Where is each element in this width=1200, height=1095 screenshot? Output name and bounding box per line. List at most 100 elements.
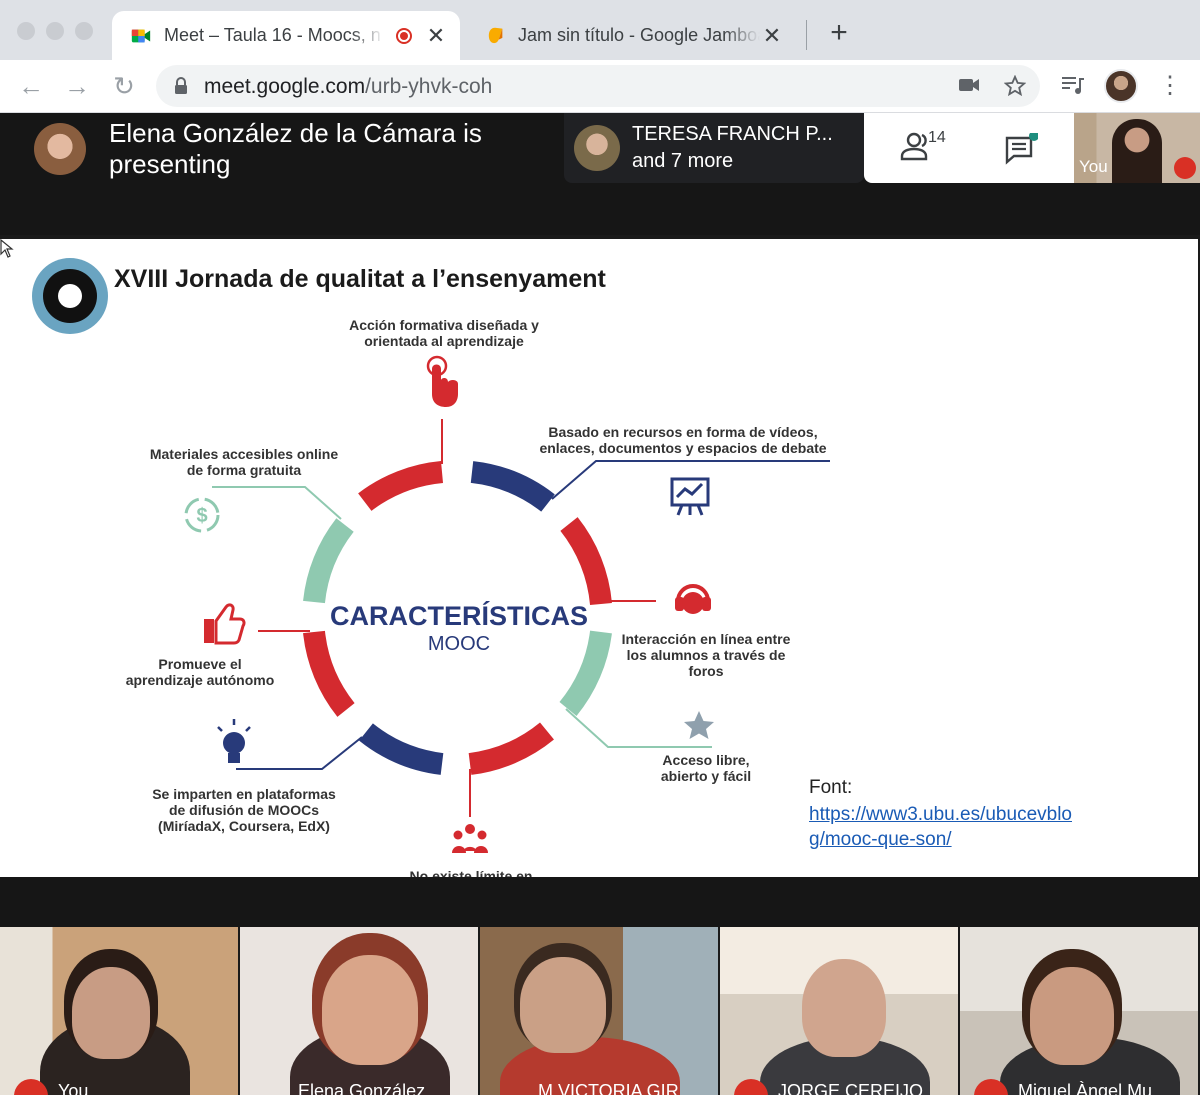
meet-header: Elena González de la Cámara is presentin… — [0, 113, 1200, 235]
group-people-icon — [452, 824, 488, 853]
star-icon — [684, 711, 714, 739]
presentation-slide: $ Acción formativa diseñada y orientad — [0, 239, 1198, 877]
jamboard-icon — [488, 27, 503, 43]
participant-name: M.VICTORIA GIR — [538, 1081, 679, 1095]
recording-icon — [396, 27, 412, 44]
item-interaccion-line1: Interacción en línea entre — [622, 631, 791, 647]
item-limite-line1: No existe límite en — [410, 868, 533, 877]
participant-avatar — [574, 125, 620, 171]
ring-arc-navy-bottom-left — [359, 723, 444, 775]
browser-toolbar: ← → ↻ meet.google.com/urb-yhvk-coh ⋮ — [0, 60, 1200, 113]
mic-off-icon — [14, 1079, 48, 1095]
slide-title: XVIII Jornada de qualitat a l’ensenyamen… — [114, 265, 606, 293]
participant-more: and 7 more — [632, 150, 734, 172]
star-bookmark-icon[interactable] — [1004, 75, 1026, 97]
zoom-window-button[interactable] — [75, 22, 93, 40]
tab-meet[interactable]: Meet – Taula 16 - Moocs, n ✕ — [112, 11, 460, 60]
close-tab-icon[interactable]: ✕ — [426, 22, 446, 48]
presentation-board-icon — [670, 477, 710, 516]
url-text: meet.google.com/urb-yhvk-coh — [204, 75, 492, 99]
item-recursos-line2: enlaces, documentos y espacios de debate — [539, 440, 826, 456]
item-materiales-line1: Materiales accesibles online — [150, 446, 339, 462]
close-window-button[interactable] — [17, 22, 35, 40]
close-tab-icon[interactable]: ✕ — [762, 22, 782, 48]
participant-tile[interactable]: You — [0, 927, 238, 1095]
participant-face — [322, 955, 418, 1065]
mic-off-icon — [734, 1079, 768, 1095]
new-tab-button[interactable]: + — [830, 16, 848, 49]
minimize-window-button[interactable] — [46, 22, 64, 40]
connector-recursos — [551, 460, 830, 500]
mic-off-icon — [974, 1079, 1008, 1095]
item-interaccion-line3: foros — [689, 663, 724, 679]
url-path: /urb-yhvk-coh — [365, 75, 493, 98]
ring-arc-navy-top — [470, 461, 555, 512]
reload-button[interactable]: ↻ — [113, 71, 135, 101]
participant-strip: You Elena González M.VICTORIA GIR JORGE … — [0, 927, 1200, 1095]
participant-tile[interactable]: JORGE CEREIJO — [720, 927, 958, 1095]
ring-arc-red-bottom — [468, 722, 554, 775]
participant-count: 14 — [928, 129, 946, 146]
google-meet-icon — [131, 29, 151, 42]
participant-tile[interactable]: Miquel Àngel Mu — [960, 927, 1198, 1095]
chat-button[interactable] — [1004, 131, 1039, 170]
participant-face — [802, 959, 886, 1057]
participant-tile[interactable]: M.VICTORIA GIR — [480, 927, 718, 1095]
chat-icon — [1005, 131, 1039, 165]
mic-off-icon — [1174, 157, 1196, 179]
presenter-status: Elena González de la Cámara is presentin… — [109, 118, 482, 179]
profile-avatar[interactable] — [1104, 69, 1138, 103]
ring-arc-mint-right-bottom — [559, 630, 612, 716]
source-label: Font: — [809, 777, 853, 798]
participant-name: JORGE CEREIJO — [778, 1081, 924, 1095]
item-acceso-line1: Acceso libre, — [662, 752, 749, 768]
media-control-icon[interactable] — [1060, 73, 1086, 97]
item-plataformas-line2: de difusión de MOOCs — [169, 802, 319, 818]
item-acceso-line2: abierto y fácil — [661, 768, 751, 784]
svg-text:$: $ — [196, 505, 207, 527]
tab-separator — [806, 20, 807, 50]
presenter-avatar — [34, 123, 86, 175]
headset-icon — [675, 584, 711, 614]
dollar-cycle-icon: $ — [184, 497, 220, 533]
participant-tile[interactable]: Elena González — [240, 927, 478, 1095]
back-button[interactable]: ← — [18, 71, 44, 101]
forward-button[interactable]: → — [64, 71, 90, 101]
participant-face — [520, 957, 606, 1053]
center-title: CARACTERÍSTICAS — [330, 600, 588, 631]
self-preview[interactable]: You — [1074, 113, 1200, 183]
ring-arc-mint-left-top — [303, 518, 354, 604]
mooc-diagram: $ Acción formativa diseñada y orientad — [32, 258, 830, 877]
url-host: meet.google.com — [204, 75, 366, 98]
participant-name: You — [58, 1081, 89, 1095]
item-top-line1: Acción formativa diseñada y — [349, 317, 539, 333]
lightbulb-icon — [217, 719, 251, 763]
camera-icon[interactable] — [958, 75, 980, 95]
participants-button[interactable]: 14 — [900, 129, 946, 166]
item-plataformas-line3: (MiríadaX, Coursera, EdX) — [158, 818, 330, 834]
browser-menu-icon[interactable]: ⋮ — [1158, 72, 1182, 99]
item-recursos-line1: Basado en recursos en forma de vídeos, — [548, 424, 817, 440]
item-top-line2: orientada al aprendizaje — [364, 333, 524, 349]
ring-arc-red-right-top — [560, 517, 612, 606]
ring-arc-red-top-left — [358, 461, 444, 512]
tab-title: Meet – Taula 16 - Moocs, n — [164, 25, 381, 45]
thumbs-up-icon — [204, 603, 246, 645]
other-participants-chip[interactable]: TERESA FRANCH P... and 7 more — [564, 113, 864, 183]
address-bar[interactable]: meet.google.com/urb-yhvk-coh — [156, 65, 1040, 107]
lock-icon — [175, 77, 187, 94]
center-subtitle: MOOC — [428, 633, 490, 655]
ring-arc-red-left-bottom — [303, 630, 355, 717]
participant-name: TERESA FRANCH P... — [632, 123, 833, 145]
connector-plataformas — [236, 736, 363, 770]
self-label: You — [1079, 157, 1108, 176]
jornada-logo — [32, 258, 108, 334]
item-plataformas-line1: Se imparten en plataformas — [152, 786, 336, 802]
item-materiales-line2: de forma gratuita — [187, 462, 302, 478]
strip-spacer — [0, 877, 1200, 927]
connector-acceso — [565, 708, 712, 748]
source-link[interactable]: https://www3.ubu.es/ubucevblog/mooc-que-… — [809, 804, 1072, 850]
tab-jamboard[interactable]: Jam sin título - Google Jamboard ✕ — [466, 11, 796, 60]
people-icon — [900, 132, 928, 161]
